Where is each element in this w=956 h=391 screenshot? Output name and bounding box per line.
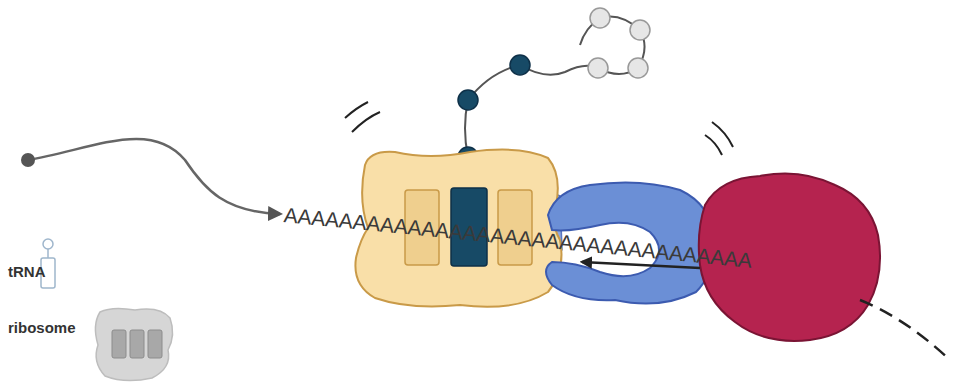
ribosome-icon — [95, 308, 172, 380]
motion-mark — [345, 102, 380, 132]
degraded-strand — [860, 300, 950, 360]
legend-label: ribosome — [8, 319, 76, 336]
mrna-cap — [21, 153, 35, 167]
motion-mark — [705, 122, 733, 155]
amino-acid — [588, 8, 650, 78]
mrna-strand — [28, 139, 280, 214]
legend-label: tRNA — [8, 263, 46, 280]
